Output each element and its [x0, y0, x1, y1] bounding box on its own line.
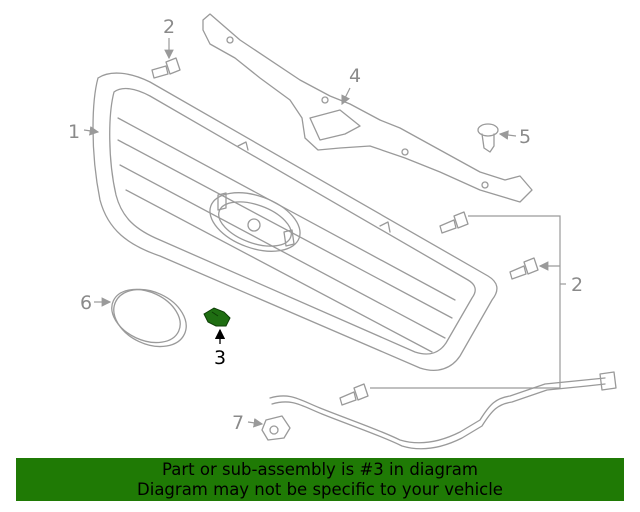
bolt-right-upper	[439, 211, 469, 234]
callout-5: 5	[519, 126, 531, 148]
callout-6: 6	[80, 292, 92, 314]
bolt-bottom	[339, 383, 369, 406]
emblem-part	[111, 288, 187, 348]
bolt-top	[151, 57, 181, 79]
callout-2-right: 2	[571, 274, 583, 296]
info-banner: Part or sub-assembly is #3 in diagram Di…	[16, 458, 624, 501]
leader-1	[83, 126, 100, 136]
callout-1: 1	[68, 121, 80, 143]
callout-3: 3	[214, 347, 226, 369]
leader-2-bracket-bottom	[370, 284, 561, 389]
clip-part	[477, 123, 499, 153]
leader-4	[341, 87, 351, 106]
leader-7	[247, 418, 264, 428]
callout-4: 4	[349, 65, 361, 87]
banner-line-2: Diagram may not be specific to your vehi…	[137, 480, 503, 499]
grille-part	[92, 72, 498, 371]
callout-7: 7	[232, 412, 244, 434]
callout-2-top: 2	[163, 16, 175, 38]
bolt-right-middle	[509, 257, 539, 280]
highlighted-part-3	[203, 307, 231, 327]
parts-diagram: 1 2 2 3 4 5 6 7	[68, 13, 617, 450]
banner-line-1: Part or sub-assembly is #3 in diagram	[162, 460, 478, 479]
leader-2-bracket-top	[468, 215, 561, 284]
upper-bracket-part	[202, 13, 533, 203]
leader-5	[498, 130, 517, 140]
camera-harness-part	[261, 371, 617, 450]
